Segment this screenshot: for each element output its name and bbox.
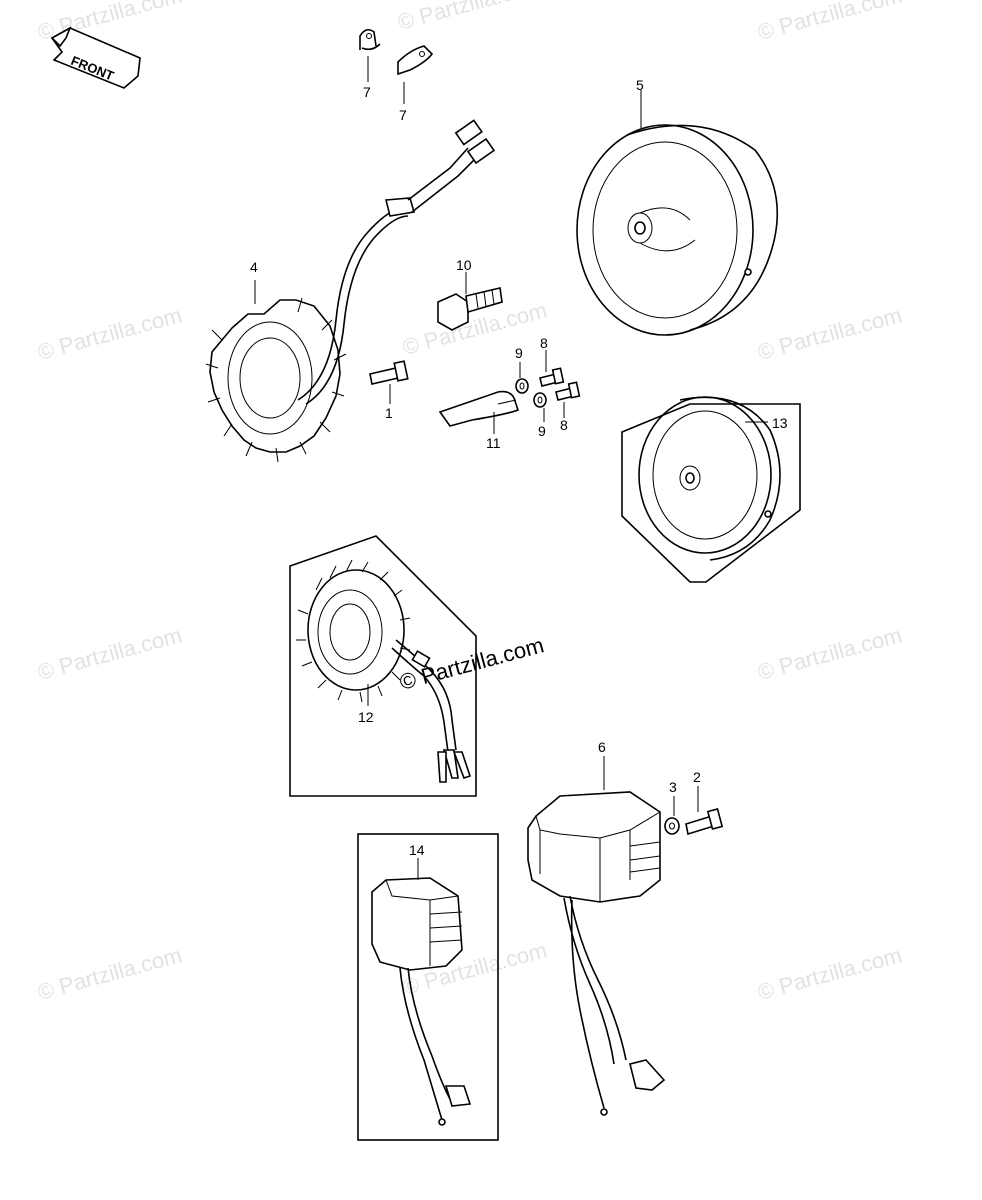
flywheel-part-5 [576, 90, 779, 336]
watermark: © Partzilla.com [755, 622, 905, 685]
screw-part-8a [539, 350, 565, 387]
stator-part-12-box: © Partzilla.com [289, 535, 546, 797]
callout-6: 6 [598, 739, 606, 755]
callout-12: 12 [358, 709, 374, 725]
callout-9a: 9 [515, 345, 523, 361]
callout-9b: 9 [538, 423, 546, 439]
callout-8a: 8 [540, 335, 548, 351]
callout-3: 3 [669, 779, 677, 795]
front-arrow-icon: FRONT [50, 26, 141, 89]
watermark: © Partzilla.com [35, 622, 185, 685]
washer-part-3 [664, 796, 680, 835]
stator-part-4 [205, 119, 496, 463]
watermark: © Partzilla.com [755, 942, 905, 1005]
callout-10: 10 [456, 257, 472, 273]
callout-11: 11 [486, 435, 501, 451]
washer-part-9a [515, 362, 529, 394]
watermark: © Partzilla.com [395, 0, 545, 35]
watermark: © Partzilla.com [755, 0, 905, 45]
washer-part-9b [533, 392, 547, 422]
callouts: 7 7 5 4 10 9 8 1 9 8 11 13 12 6 3 2 14 [250, 77, 788, 858]
watermark: © Partzilla.com [35, 302, 185, 365]
watermark: © Partzilla.com [35, 942, 185, 1005]
callout-14: 14 [409, 842, 425, 858]
callout-13: 13 [772, 415, 788, 431]
callout-8b: 8 [560, 417, 568, 433]
callout-4: 4 [250, 259, 258, 275]
screw-part-8b [555, 381, 581, 418]
regulator-part-14-box [357, 833, 499, 1141]
bolt-part-10 [437, 272, 503, 331]
screw-part-1 [369, 360, 409, 404]
callout-2: 2 [693, 769, 701, 785]
bolt-part-2 [685, 786, 724, 836]
callout-5: 5 [636, 77, 644, 93]
clamp-part-7b [397, 45, 434, 104]
watermark: © Partzilla.com [755, 302, 905, 365]
callout-1: 1 [385, 405, 393, 421]
plate-part-11 [438, 390, 519, 434]
callout-7b: 7 [399, 107, 407, 123]
clamp-part-7a [359, 28, 381, 82]
flywheel-part-13-box [621, 396, 801, 583]
regulator-part-6 [527, 756, 666, 1116]
callout-7a: 7 [363, 84, 371, 100]
